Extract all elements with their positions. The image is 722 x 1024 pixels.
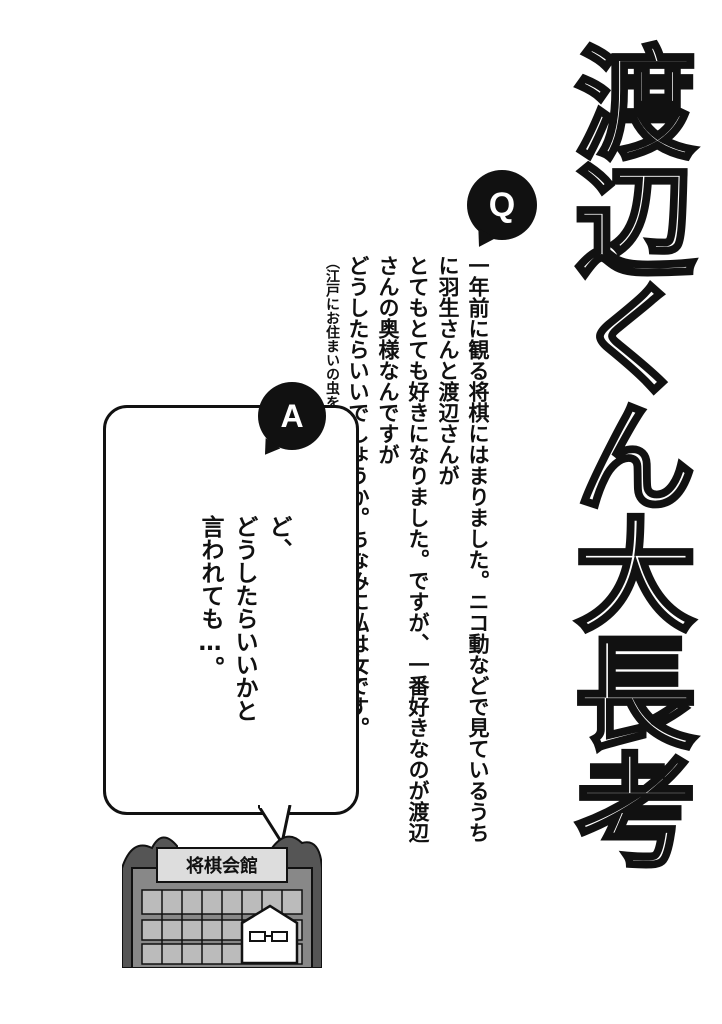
answer-line: ど、 (265, 515, 291, 561)
question-line: とてもとても好きになりました。ですが、一番好きなのが渡辺さんの奥様なんですが (376, 255, 430, 843)
question-badge: Q (467, 170, 537, 240)
answer-line: どうしたらいいかと (231, 515, 257, 722)
question-line: 一年前に観る将棋にはまりました。ニコ動などで見ているうちに羽生さんと渡辺さんが (436, 255, 490, 843)
answer-speech-bubble (103, 405, 359, 815)
question-text: 一年前に観る将棋にはまりました。ニコ動などで見ているうちに羽生さんと渡辺さんが … (324, 255, 493, 845)
answer-badge: A (258, 382, 326, 450)
page-title: 渡辺くん大長考 (552, 38, 698, 868)
building-sign: 将棋会館 (186, 855, 258, 877)
shogi-hall-illustration: 将棋会館 (122, 835, 322, 968)
answer-text: ど、 どうしたらいいかと 言われても…。 (165, 515, 295, 805)
answer-line: 言われても…。 (197, 515, 223, 679)
character-head (240, 904, 299, 965)
